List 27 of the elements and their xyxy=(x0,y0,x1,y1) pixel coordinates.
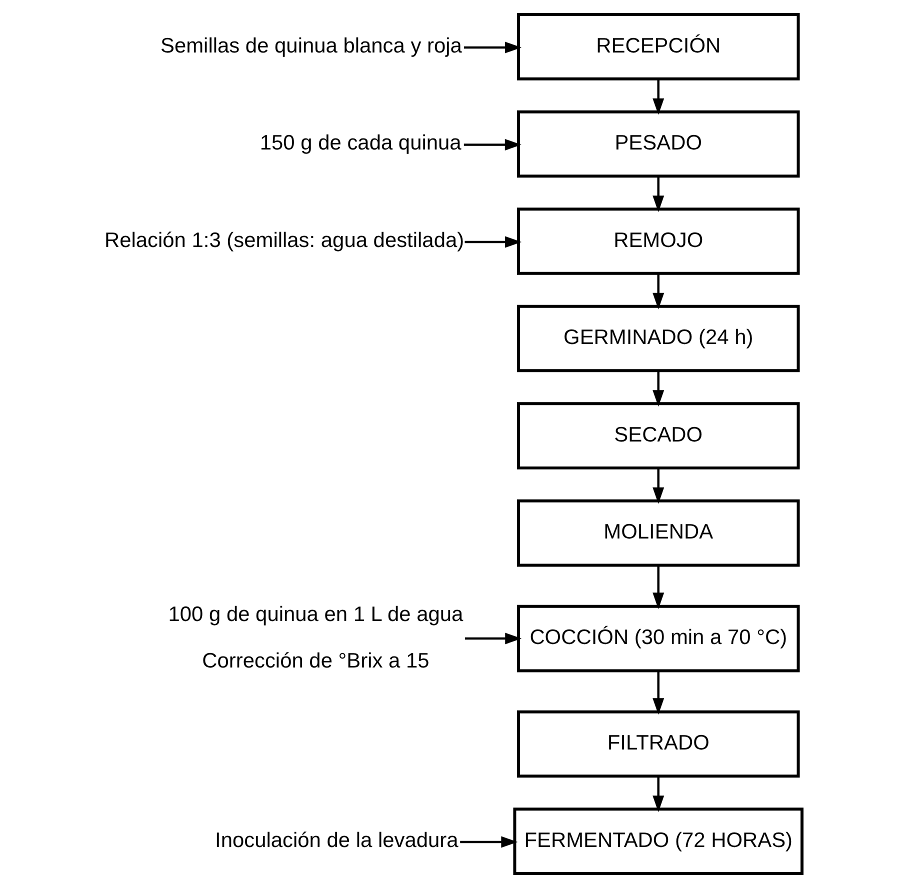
node-box: FERMENTADO (72 HORAS) xyxy=(513,808,804,875)
arrow xyxy=(460,836,518,848)
node-text: 100 g de quinua en 1 L de agua Corrección de °Brix a 15 xyxy=(168,602,464,672)
arrow xyxy=(465,632,522,644)
arrow xyxy=(652,79,664,115)
node-box: PESADO xyxy=(516,110,800,178)
node-box: COCCIÓN (30 min a 70 °C) xyxy=(516,604,800,672)
node-box: SECADO xyxy=(516,402,800,470)
arrow xyxy=(464,236,522,248)
node-text: Relación 1:3 (semillas: agua destilada) xyxy=(104,228,464,252)
node-text: 150 g de cada quinua xyxy=(260,132,462,155)
node-text: Inoculación de la levadura xyxy=(215,828,458,852)
arrow xyxy=(652,565,664,610)
arrow xyxy=(652,176,664,212)
node-box: FILTRADO xyxy=(516,710,800,778)
node-box: RECEPCIÓN xyxy=(516,13,800,80)
arrow xyxy=(464,42,522,54)
node-box: MOLIENDA xyxy=(516,499,800,567)
arrow xyxy=(464,138,522,150)
arrow xyxy=(652,274,664,310)
arrow xyxy=(652,370,664,407)
arrow xyxy=(652,670,664,715)
node-box: REMOJO xyxy=(516,208,800,275)
arrow xyxy=(652,776,664,812)
node-box: GERMINADO (24 h) xyxy=(516,304,800,372)
arrow xyxy=(652,468,664,504)
node-text: Semillas de quinua blanca y roja xyxy=(160,34,462,58)
